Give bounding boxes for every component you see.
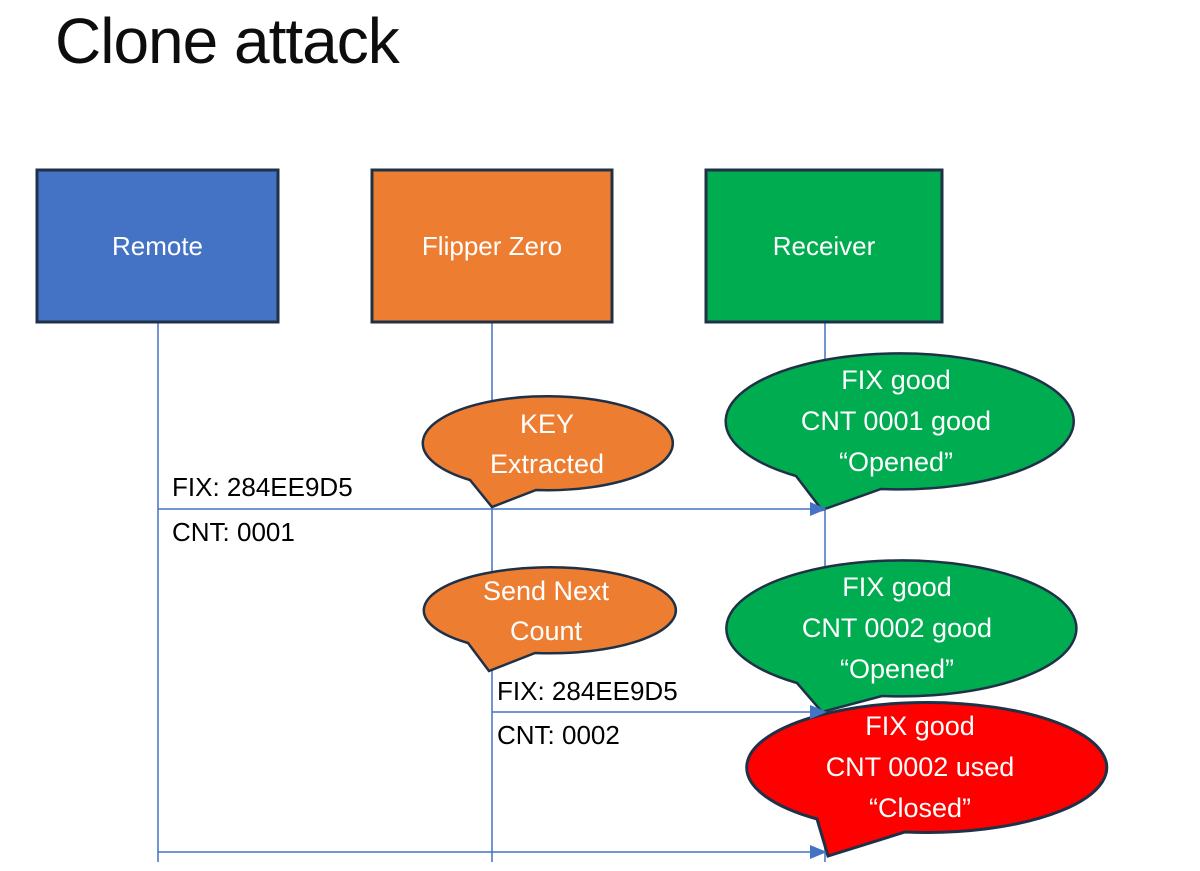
message-1-fix-label: FIX: 284EE9D5 [172,472,353,502]
callout-closed-text: FIX good CNT 0002 used “Closed” [825,711,1015,823]
callout-opened-2-text: FIX good CNT 0002 good “Opened” [801,571,993,684]
callout-opened-1-shape [724,352,1075,512]
actor-label-receiver: Receiver [772,230,876,261]
message-2-cnt-label: CNT: 0002 [497,720,620,750]
callout-send-next-text: Send Next Count [482,575,610,646]
callout-closed-shape [745,700,1109,858]
arrow-message-2 [492,705,827,719]
arrow-message-3 [158,845,827,859]
page-title: Clone attack [55,5,400,77]
actor-box-receiver [704,168,944,324]
message-1-cnt-label: CNT: 0001 [172,517,295,547]
arrowhead-icon [810,502,827,516]
arrowhead-icon [810,705,827,719]
callout-key-extracted-shape [421,394,674,509]
arrowhead-icon [810,845,827,859]
actor-label-remote: Remote [111,230,204,261]
message-2-fix-label: FIX: 284EE9D5 [497,676,678,706]
actor-label-flipper-zero: Flipper Zero [421,230,563,261]
actor-box-flipper [370,168,614,324]
callout-opened-1-text: FIX good CNT 0001 good “Opened” [800,365,992,477]
callout-key-extracted-text: KEY Extracted [489,409,605,479]
actor-box-remote [35,168,280,324]
arrow-message-1 [158,502,827,516]
callout-send-next-shape [422,566,678,673]
callout-opened-2-shape [725,559,1078,714]
